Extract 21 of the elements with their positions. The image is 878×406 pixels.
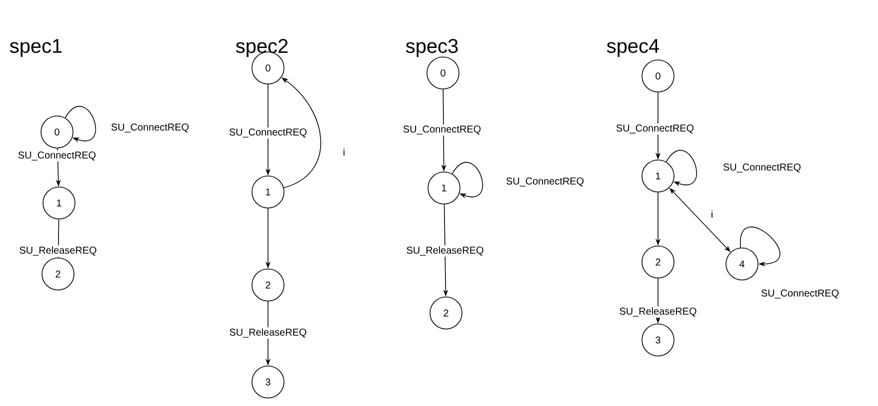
panel-title: spec1	[10, 39, 62, 57]
edge-label: SU_ConnectREQ	[16, 150, 98, 162]
edge-label: SU_ConnectREQ	[504, 176, 586, 188]
arrow	[666, 150, 697, 186]
arrow	[452, 162, 483, 198]
edge-label: SU_ReleaseREQ	[618, 306, 698, 318]
edge-label: SU_ConnectREQ	[402, 124, 482, 136]
panel-title: spec4	[606, 39, 659, 57]
edge-label: SU_ConnectREQ	[228, 128, 308, 138]
edge-label: SU_ConnectREQ	[722, 162, 802, 174]
arrow	[64, 106, 96, 142]
panel-title: spec3	[406, 38, 458, 58]
edge-label: SU_ReleaseREQ	[228, 327, 308, 339]
edge-label: SU_ConnectREQ	[110, 122, 190, 134]
edge-label: SU_ReleaseREQ	[18, 245, 98, 257]
edge-label: i	[710, 209, 714, 219]
edge-label: SU_ConnectREQ	[614, 124, 696, 134]
edge-label: SU_ConnectREQ	[760, 288, 840, 300]
arrow	[740, 226, 780, 267]
edge-label: i	[342, 147, 346, 157]
edge-label: SU_ReleaseREQ	[405, 245, 485, 257]
